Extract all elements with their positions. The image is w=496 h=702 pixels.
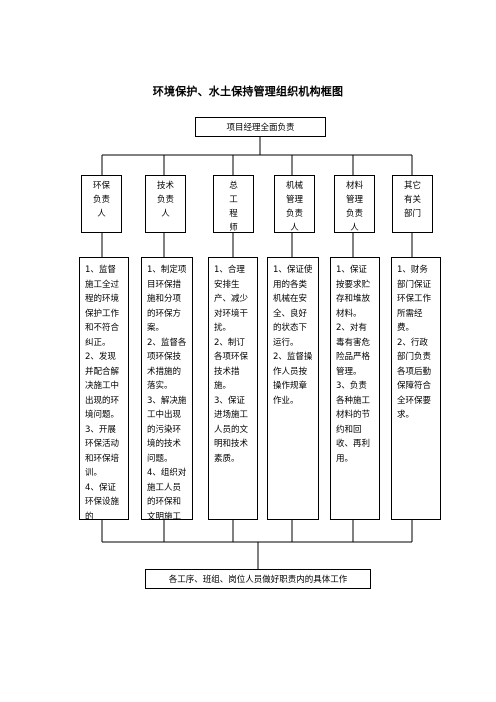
role-box-materials: 材料 管理 负责 人 — [334, 175, 375, 233]
duty-box-other-departments: 1、财务部门保证环保工作所需经费。 2、行政部门负责各项后勤保障符合全环保要求。 — [391, 257, 441, 520]
duty-box-chief-engineer: 1、合理安排生产、减少对环境干扰。 2、制订各项环保技术措施。 3、保证进场施工… — [208, 257, 258, 520]
bottom-work-box: 各工序、班组、岗位人员做好职责内的具体工作 — [145, 569, 371, 589]
role-box-chief-engineer: 总 工 程 师 — [213, 175, 254, 233]
duty-box-environmental: 1、监督施工全过程的环境保护工作和不符合纠正。 2、发现并配合解决施工中出现的环… — [79, 257, 129, 520]
role-box-other-departments: 其它 有关 部门 — [392, 175, 433, 233]
duty-box-machinery: 1、保证使用的各类机械在安全、良好的状态下运行。 2、监督操作人员按操作规章作业… — [267, 257, 319, 520]
role-box-technical: 技术 负责 人 — [145, 175, 186, 233]
diagram-title: 环境保护、水土保持管理组织机构框图 — [152, 85, 344, 98]
duty-box-materials: 1、保证按要求贮存和堆放材料。 2、对有毒有害危险品严格管理。 3、负责各种施工… — [330, 257, 380, 520]
duty-box-technical: 1、制定项目环保措施和分项的环保方案。 2、监督各项环保技术措施的落实。 3、解… — [141, 257, 193, 520]
project-manager-box: 项目经理全面负责 — [195, 117, 326, 137]
role-box-environmental: 环保 负责 人 — [81, 175, 122, 233]
role-box-machinery: 机械 管理 负责 人 — [274, 175, 315, 233]
